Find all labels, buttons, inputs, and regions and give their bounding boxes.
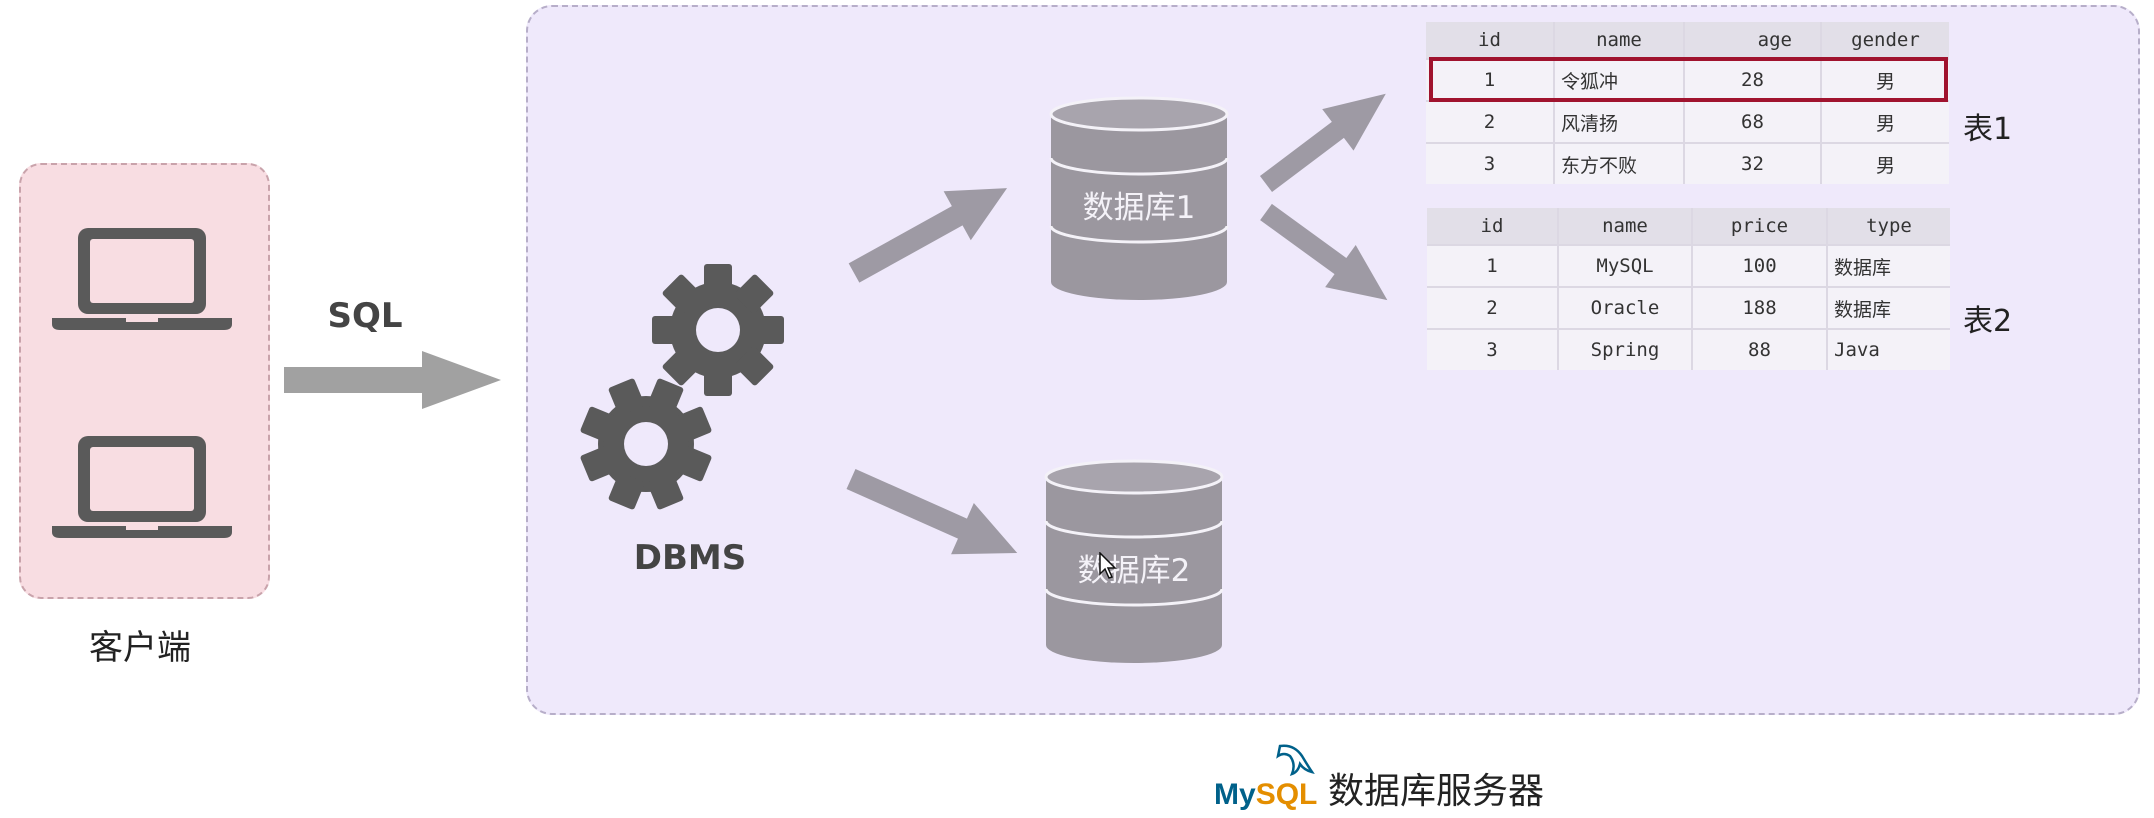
- table-cell: 2: [1426, 100, 1554, 143]
- column-header: id: [1426, 22, 1554, 59]
- arrow-to-table2: [1260, 203, 1388, 301]
- cursor-icon: [1099, 552, 1117, 579]
- table-cell: Oracle: [1557, 286, 1692, 329]
- table-row: 1 MySQL 100 数据库: [1427, 244, 1950, 287]
- database-2-label: 数据库2: [1077, 553, 1191, 589]
- server-label: 数据库服务器: [1328, 771, 1545, 812]
- table-cell: 男: [1820, 142, 1949, 184]
- table-cell: MySQL: [1557, 244, 1692, 287]
- table-row: 3 东方不败 32 男: [1426, 142, 1949, 184]
- table-cell: 2: [1427, 286, 1558, 329]
- table-2: id name price type 1 MySQL 100 数据库 2 Ora…: [1427, 208, 1950, 370]
- column-header: name: [1557, 208, 1692, 245]
- table-row: 2 风清扬 68 男: [1426, 100, 1949, 143]
- table-cell: Spring: [1557, 328, 1692, 370]
- laptop-icon: [52, 436, 232, 538]
- table-cell: 100: [1691, 244, 1827, 287]
- column-header: price: [1691, 208, 1827, 245]
- table-cell: 男: [1820, 58, 1949, 101]
- database-icon: [1049, 96, 1229, 300]
- table-row: 1 令狐冲 28 男: [1426, 58, 1949, 101]
- column-header: type: [1826, 208, 1950, 245]
- column-header: id: [1427, 208, 1558, 245]
- table-cell: 88: [1691, 328, 1827, 370]
- column-header: age: [1683, 22, 1821, 59]
- column-header: name: [1553, 22, 1684, 59]
- table-header-row: id name price type: [1427, 208, 1950, 245]
- column-header: gender: [1820, 22, 1949, 59]
- database-1-label: 数据库1: [1082, 190, 1196, 226]
- sql-label: SQL: [327, 296, 403, 336]
- table-cell: 风清扬: [1553, 100, 1684, 143]
- table-cell: 数据库: [1826, 244, 1950, 287]
- table-row: 3 Spring 88 Java: [1427, 328, 1950, 370]
- dbms-label: DBMS: [633, 538, 747, 578]
- table-cell: 32: [1683, 142, 1821, 184]
- table-cell: 东方不败: [1553, 142, 1684, 184]
- table-1: id name age gender 1 令狐冲 28 男 2 风清扬 68 男…: [1426, 22, 1949, 184]
- arrow-to-table1: [1259, 93, 1386, 192]
- table-cell: 1: [1427, 244, 1558, 287]
- table-cell: 28: [1683, 58, 1821, 101]
- arrow-to-db2: [846, 468, 1018, 555]
- table-cell: 188: [1691, 286, 1827, 329]
- gear-icon: [580, 378, 712, 510]
- mysql-logo-text: MySQL: [1214, 778, 1317, 811]
- database-icon: [1044, 459, 1224, 663]
- arrow-to-db1: [848, 188, 1008, 283]
- sql-arrow: [284, 351, 501, 409]
- mysql-dolphin-icon: MySQL: [1214, 744, 1317, 811]
- table-cell: 3: [1427, 328, 1558, 370]
- table-cell: Java: [1826, 328, 1950, 370]
- laptop-icon: [52, 228, 232, 330]
- gear-icon: [652, 264, 784, 396]
- table-cell: 数据库: [1826, 286, 1950, 329]
- table-cell: 68: [1683, 100, 1821, 143]
- table-cell: 男: [1820, 100, 1949, 143]
- table-row: 2 Oracle 188 数据库: [1427, 286, 1950, 329]
- table-cell: 3: [1426, 142, 1554, 184]
- client-label: 客户端: [89, 628, 191, 668]
- table-1-label: 表1: [1963, 112, 2013, 147]
- table-header-row: id name age gender: [1426, 22, 1949, 59]
- table-2-label: 表2: [1963, 304, 2013, 339]
- table-cell: 令狐冲: [1553, 58, 1684, 101]
- row-highlight-box: [1429, 57, 1948, 102]
